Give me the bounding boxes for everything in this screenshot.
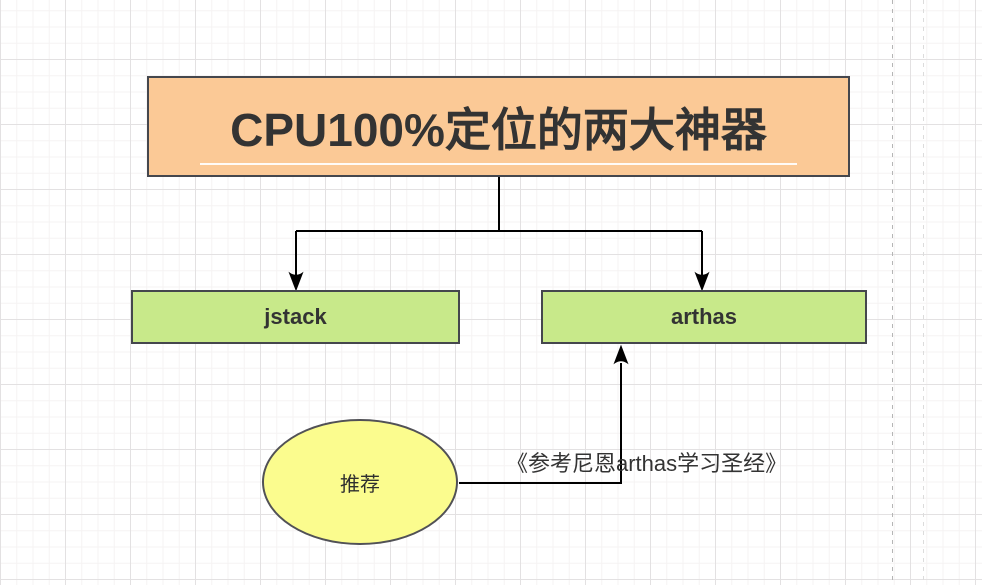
node-arthas-label: arthas [670,304,738,329]
node-recommend-label: 推荐 [340,473,380,496]
connector-recommend-to-arthas [459,363,622,484]
connector-title-to-branches [295,177,703,284]
arrowhead-into-jstack [288,271,304,292]
node-jstack-label: jstack [264,304,327,329]
page-boundary-dashed-line-2 [923,0,924,585]
title-node[interactable]: CPU100%定位的两大神器 [147,76,850,177]
node-arthas[interactable]: arthas [541,290,867,344]
annotation-text[interactable]: 《参考尼恩arthas学习圣经》 [506,451,788,476]
page-boundary-dashed-line [892,0,893,585]
title-text: CPU100%定位的两大神器 [230,103,767,156]
arrowhead-into-arthas-bottom [613,344,629,365]
node-recommend-ellipse[interactable]: 推荐 [262,419,458,545]
title-underline [200,163,797,165]
arrowhead-into-arthas-top [694,271,710,292]
node-jstack[interactable]: jstack [131,290,460,344]
